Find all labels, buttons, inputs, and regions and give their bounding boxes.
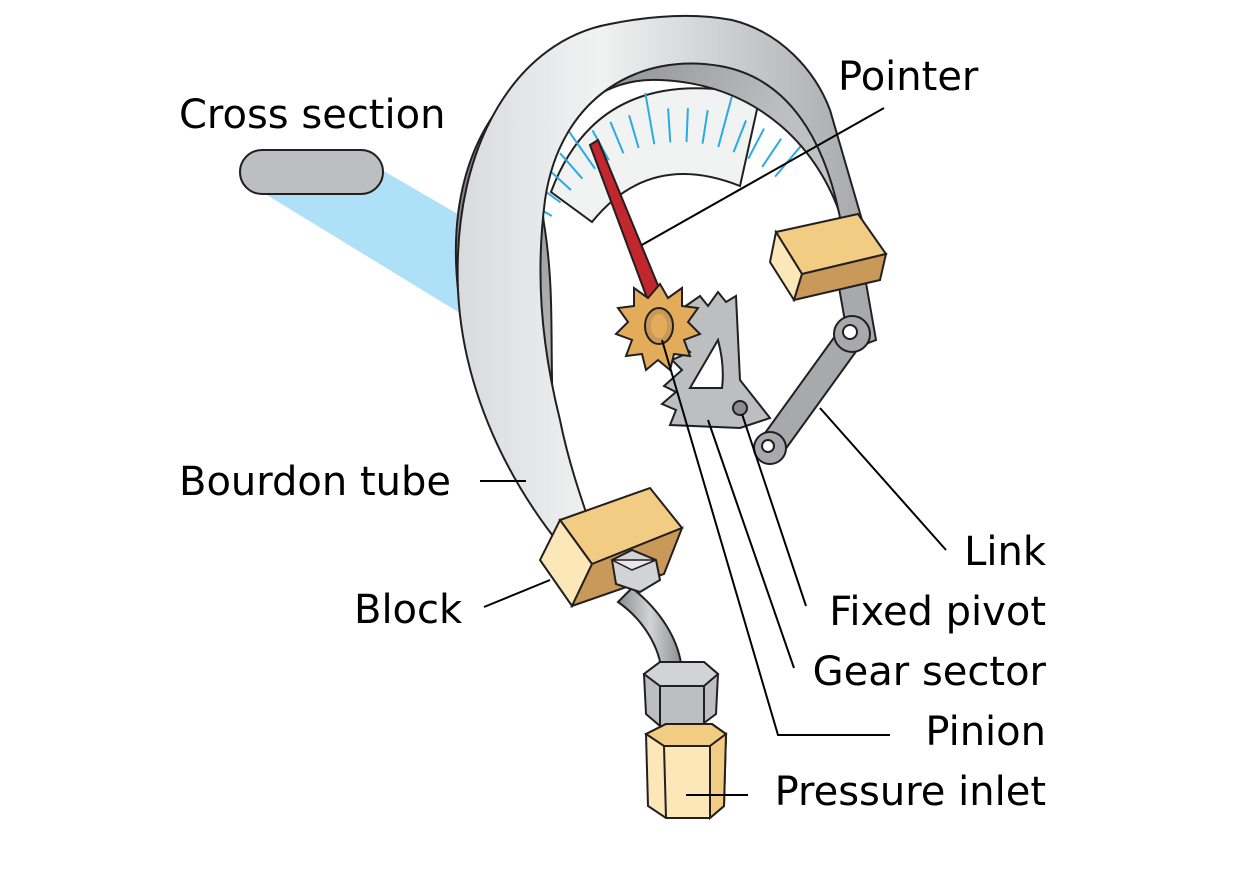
link-leader (819, 407, 947, 551)
label-link: Link (964, 529, 1047, 575)
pinion-leader (661, 339, 890, 736)
dial-tick (667, 108, 672, 143)
label-gear-sector: Gear sector (813, 649, 1047, 695)
dial-tick (564, 125, 596, 170)
dial-tick (559, 152, 584, 180)
label-pinion: Pinion (925, 709, 1046, 755)
dial-tick (717, 96, 733, 148)
dial-tick (685, 108, 689, 143)
pinion-gear (614, 282, 702, 372)
label-block: Block (354, 587, 463, 633)
dial-tick (747, 128, 765, 160)
block-nut (610, 548, 662, 594)
dial-tick (701, 109, 709, 144)
dial-tick (609, 121, 625, 154)
cross-section-beam (262, 170, 468, 318)
fixed-pivot (732, 400, 748, 416)
fixed-pivot-leader (741, 413, 807, 607)
label-bourdon-tube: Bourdon tube (179, 459, 451, 505)
cross-section-shape (239, 149, 384, 195)
upper-block (768, 212, 888, 303)
label-pointer: Pointer (838, 54, 979, 100)
pressure-inlet-fitting (644, 723, 728, 821)
label-fixed-pivot: Fixed pivot (829, 589, 1046, 635)
inlet-hex-nut (642, 661, 720, 727)
dial-tick (644, 92, 656, 145)
block-leader (483, 579, 551, 608)
pointer-leader-line (639, 107, 885, 247)
label-pressure-inlet: Pressure inlet (775, 769, 1046, 815)
label-cross-section: Cross section (179, 92, 445, 138)
gear-sector-leader (707, 419, 795, 669)
dial-tick (628, 115, 640, 149)
dial-tick (761, 138, 782, 168)
dial-tick (732, 120, 747, 153)
